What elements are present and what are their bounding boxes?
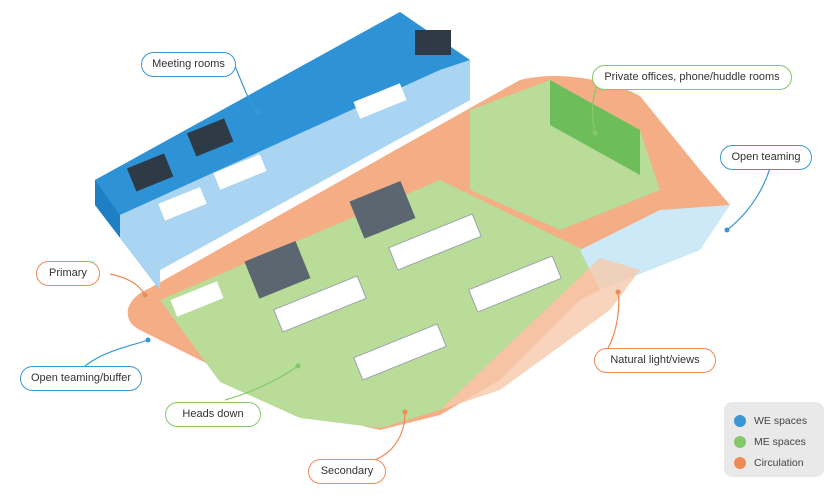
legend-item-circulation: Circulation: [734, 452, 824, 473]
label-open-teaming-right: Open teaming: [720, 145, 812, 170]
leader-dot-open-teaming: [725, 228, 730, 233]
legend-dot-circulation: [734, 457, 746, 469]
leader-dot-natural-light: [616, 290, 621, 295]
leader-primary: [110, 274, 145, 295]
leader-dot-open-teaming-buffer: [146, 338, 151, 343]
leader-dot-meeting-rooms: [256, 110, 261, 115]
legend-label-circulation: Circulation: [754, 457, 804, 469]
label-natural-light: Natural light/views: [594, 348, 716, 373]
legend-dot-we: [734, 415, 746, 427]
label-heads-down: Heads down: [165, 402, 261, 427]
leader-open-teaming: [727, 168, 770, 230]
legend-item-me: ME spaces: [734, 431, 824, 452]
label-secondary: Secondary: [308, 459, 386, 484]
legend: WE spaces ME spaces Circulation: [724, 402, 824, 477]
label-open-teaming-buffer: Open teaming/buffer: [20, 366, 142, 391]
legend-label-me: ME spaces: [754, 436, 806, 448]
legend-label-we: WE spaces: [754, 415, 807, 427]
screen-3: [415, 30, 451, 55]
label-meeting-rooms: Meeting rooms: [141, 52, 236, 77]
leader-open-teaming-buffer: [85, 340, 148, 366]
legend-dot-me: [734, 436, 746, 448]
leader-dot-secondary: [403, 410, 408, 415]
leader-dot-primary: [143, 293, 148, 298]
legend-item-we: WE spaces: [734, 410, 824, 431]
leader-dot-heads-down: [296, 364, 301, 369]
leader-dot-private-offices: [593, 131, 598, 136]
label-primary: Primary: [36, 261, 100, 286]
label-private-offices: Private offices, phone/huddle rooms: [592, 65, 792, 90]
